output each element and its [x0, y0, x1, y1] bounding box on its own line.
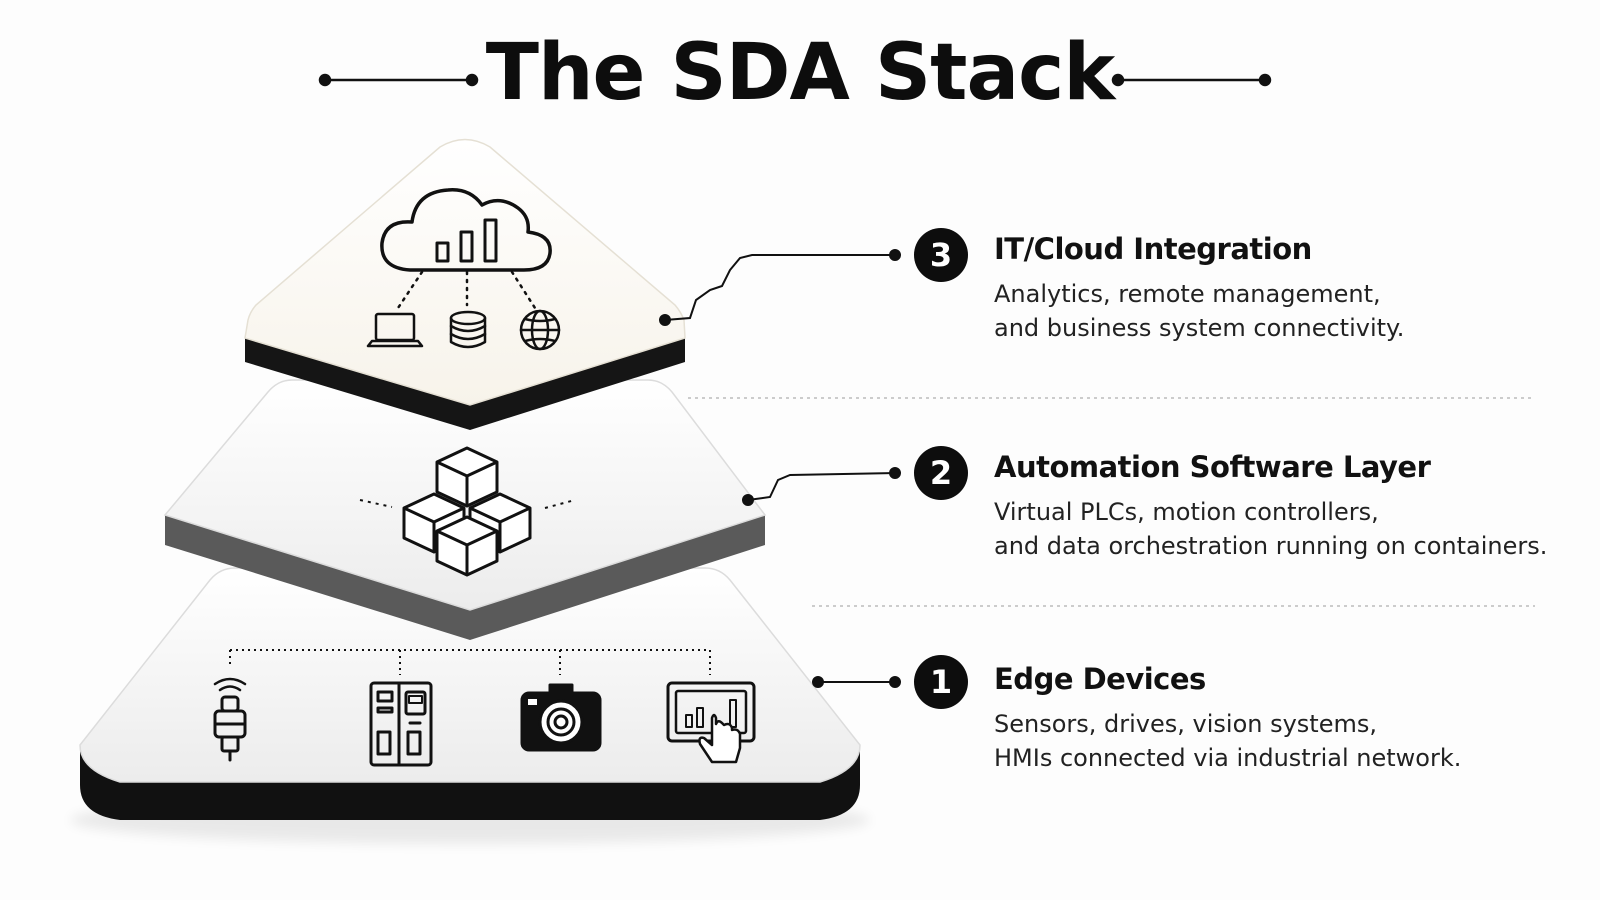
layer-3-description: Analytics, remote management, and busine… [994, 277, 1404, 345]
layer-3-description-line: Analytics, remote management, [994, 279, 1381, 308]
layer-1-description-line: HMIs connected via industrial network. [994, 743, 1462, 772]
tier-edge-devices [79, 567, 861, 820]
industrial-network-bus [229, 649, 711, 675]
leader-line-3 [664, 254, 895, 321]
sensor-icon [213, 677, 247, 762]
hmi-touch-icon [666, 681, 756, 764]
containers-cubes-icon [359, 446, 576, 577]
cloud-chart-icon [380, 188, 552, 272]
layer-1-badge: 1 [914, 655, 968, 709]
title-rule-left-dot [465, 73, 479, 87]
layer-1-heading: Edge Devices [994, 662, 1206, 696]
layer-3-badge: 3 [914, 228, 968, 282]
globe-icon [519, 309, 561, 351]
tier-3-edge [245, 338, 685, 430]
layer-3-text: IT/Cloud Integration Analytics, remote m… [994, 232, 1404, 345]
title-rule-left-dot [318, 73, 332, 87]
tier-1-face [79, 567, 861, 783]
tier-3-face [244, 138, 686, 406]
layer-1-description: Sensors, drives, vision systems, HMIs co… [994, 707, 1461, 775]
tier-it-cloud [244, 138, 686, 430]
title-rule-right-dot [1111, 73, 1125, 87]
layer-3-description-line: and business system connectivity. [994, 313, 1405, 342]
layer-2-heading: Automation Software Layer [994, 450, 1431, 484]
layer-2-description-line: and data orchestration running on contai… [994, 531, 1548, 560]
title-rules [318, 73, 1272, 87]
camera-icon [520, 683, 602, 752]
title-row: The SDA Stack [0, 30, 1600, 130]
title-rule-right-dot [1258, 73, 1272, 87]
leader-line-2 [747, 472, 896, 501]
layer-3-heading: IT/Cloud Integration [994, 232, 1312, 266]
cloud-links [396, 270, 537, 310]
layer-2-description: Virtual PLCs, motion controllers, and da… [994, 495, 1547, 563]
page-title: The SDA Stack [485, 28, 1115, 118]
layer-1-description-line: Sensors, drives, vision systems, [994, 709, 1377, 738]
layer-2-badge: 2 [914, 446, 968, 500]
leader-lines [659, 249, 901, 688]
layer-2-text: Automation Software Layer Virtual PLCs, … [994, 450, 1547, 563]
database-icon [449, 310, 487, 349]
laptop-icon [366, 312, 424, 348]
layer-2-description-line: Virtual PLCs, motion controllers, [994, 497, 1379, 526]
drive-cabinet-icon [369, 681, 433, 767]
tier-2-edge [165, 515, 765, 640]
layer-1-text: Edge Devices Sensors, drives, vision sys… [994, 662, 1461, 775]
